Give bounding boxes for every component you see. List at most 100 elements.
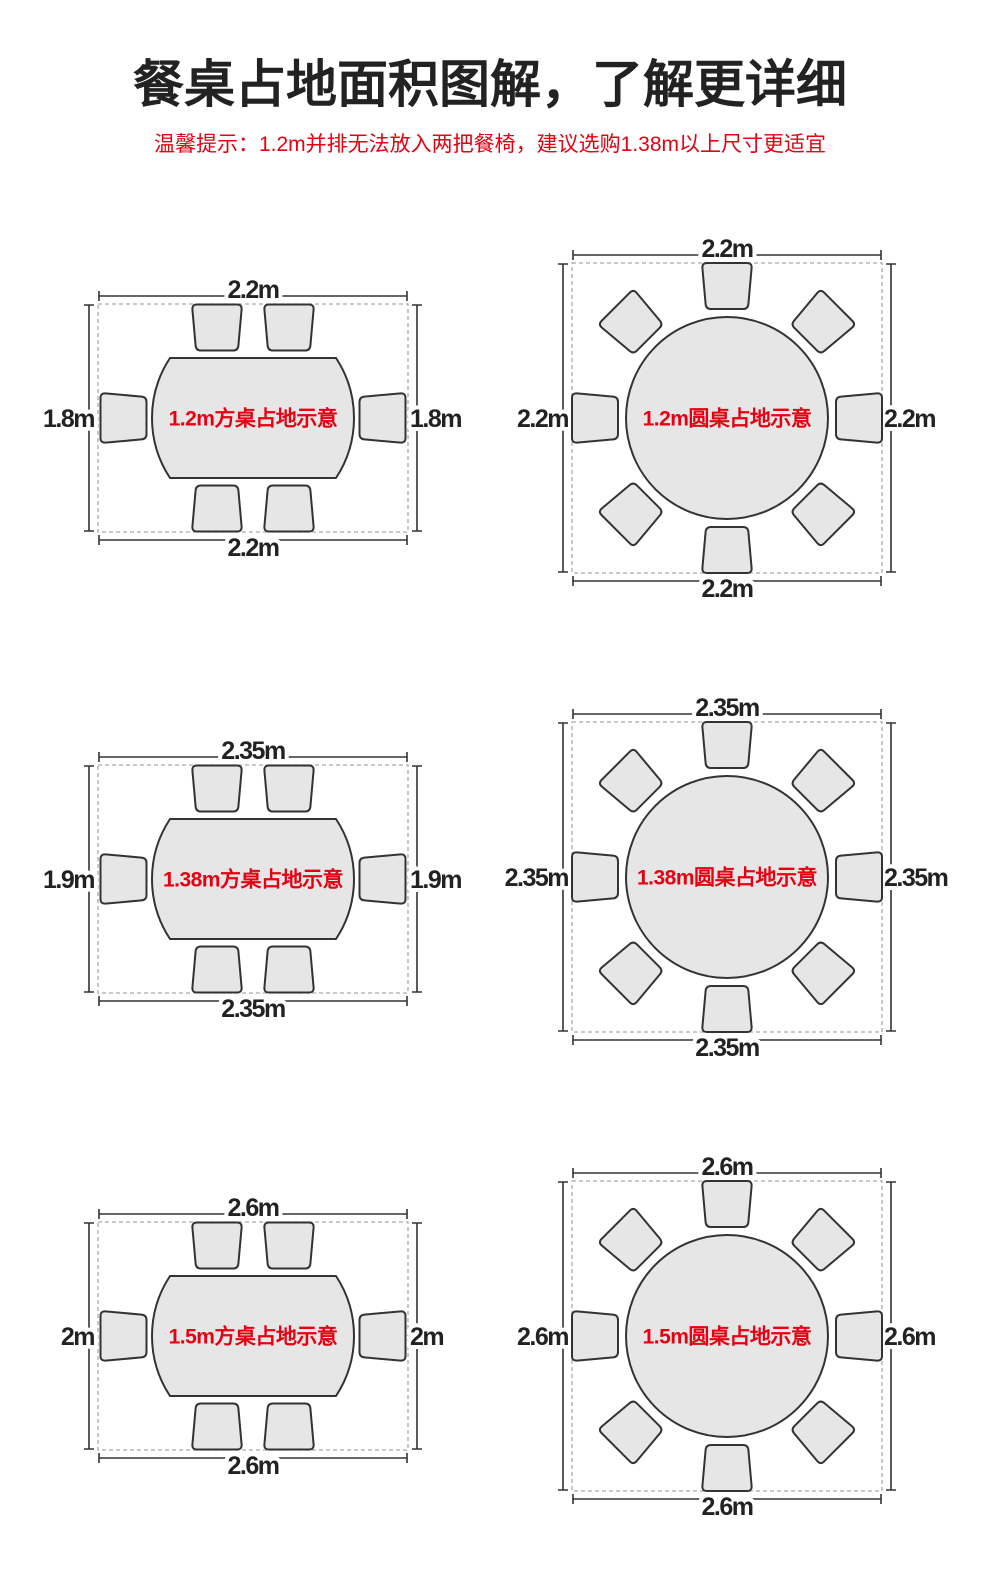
chair xyxy=(598,482,663,547)
chair xyxy=(99,1310,148,1362)
chair xyxy=(791,289,856,354)
chair xyxy=(835,392,883,444)
chair xyxy=(263,764,315,813)
table-size-label: 1.5m圆桌占地示意 xyxy=(643,1325,812,1349)
chair xyxy=(791,1400,856,1465)
chair xyxy=(263,484,315,533)
table-size-label: 1.2m方桌占地示意 xyxy=(169,407,338,431)
dimension-label-bottom: 2.2m xyxy=(702,575,753,603)
chair xyxy=(358,1310,407,1362)
chair xyxy=(571,1310,619,1362)
chair xyxy=(191,303,243,352)
dimension-label-right: 2.35m xyxy=(884,864,948,892)
chair xyxy=(791,482,856,547)
chair xyxy=(191,945,243,994)
chair xyxy=(358,853,407,905)
dimension-line-left xyxy=(84,1222,94,1450)
dimension-line-left xyxy=(84,304,94,532)
chair xyxy=(263,303,315,352)
dimension-line-bottom xyxy=(98,535,408,545)
chair xyxy=(99,392,148,444)
round-table-diagram: 2.2m 2.2m 2.2m 2.2m 1.2m圆桌占地示意 xyxy=(513,231,941,607)
dimension-label-right: 1.9m xyxy=(410,866,461,894)
dimension-label-right: 2m xyxy=(410,1323,443,1351)
chair xyxy=(791,748,856,813)
chair xyxy=(701,1444,753,1492)
chair xyxy=(191,484,243,533)
chair xyxy=(358,392,407,444)
table-size-label: 1.2m圆桌占地示意 xyxy=(643,407,812,431)
chair xyxy=(835,851,883,903)
chair xyxy=(701,721,753,769)
chair xyxy=(701,526,753,574)
dimension-line-bottom xyxy=(572,576,882,586)
dimension-label-bottom: 2.35m xyxy=(695,1034,759,1062)
chair xyxy=(263,1221,315,1270)
table-size-label: 1.38m方桌占地示意 xyxy=(163,868,344,892)
chair xyxy=(701,1180,753,1228)
dimension-line-top xyxy=(572,250,882,260)
round-table xyxy=(625,1234,829,1438)
dimension-line-bottom xyxy=(98,1453,408,1463)
dimension-label-left: 1.8m xyxy=(43,405,94,433)
dimension-line-left xyxy=(558,263,568,573)
dimension-line-top xyxy=(572,709,882,719)
square-table xyxy=(151,1275,355,1397)
dimension-line-top xyxy=(98,1209,408,1219)
chair xyxy=(791,1207,856,1272)
floor-area-outline xyxy=(97,1221,409,1451)
dimension-label-top: 2.2m xyxy=(702,235,753,263)
dimension-label-top: 2.2m xyxy=(228,276,279,304)
chair xyxy=(99,853,148,905)
dimension-label-left: 2.2m xyxy=(517,405,568,433)
dimension-label-bottom: 2.35m xyxy=(221,995,285,1023)
dimension-line-left xyxy=(558,722,568,1032)
chair xyxy=(571,392,619,444)
round-table xyxy=(625,316,829,520)
dimension-label-bottom: 2.2m xyxy=(228,534,279,562)
table-size-label: 1.5m方桌占地示意 xyxy=(169,1325,338,1349)
chair xyxy=(263,945,315,994)
round-table xyxy=(625,775,829,979)
chair xyxy=(598,1207,663,1272)
dimension-label-bottom: 2.6m xyxy=(702,1493,753,1521)
tip-text: 温馨提示：1.2m并排无法放入两把餐椅，建议选购1.38m以上尺寸更适宜 xyxy=(153,133,827,156)
dimension-line-right xyxy=(412,765,422,993)
square-table xyxy=(151,357,355,479)
dimension-label-top: 2.6m xyxy=(702,1153,753,1181)
dimension-line-top xyxy=(98,752,408,762)
square-table xyxy=(151,818,355,940)
chair xyxy=(263,1402,315,1451)
chair xyxy=(191,764,243,813)
chair xyxy=(701,985,753,1033)
page-title: 餐桌占地面积图解，了解更详细 xyxy=(132,56,847,115)
dimension-label-top: 2.6m xyxy=(228,1194,279,1222)
dimension-label-top: 2.35m xyxy=(221,737,285,765)
dimension-label-top: 2.35m xyxy=(695,694,759,722)
round-table-diagram: 2.35m 2.35m 2.35m 2.35m 1.38m圆桌占地示意 xyxy=(501,690,954,1066)
chair xyxy=(598,748,663,813)
dimension-label-left: 2.6m xyxy=(517,1323,568,1351)
dimension-line-left xyxy=(84,765,94,993)
floor-area-outline xyxy=(97,764,409,994)
chair xyxy=(791,941,856,1006)
chair xyxy=(191,1221,243,1270)
dimension-line-top xyxy=(572,1168,882,1178)
dimension-line-right xyxy=(412,304,422,532)
dimension-line-right xyxy=(886,1181,896,1491)
table-size-label: 1.38m圆桌占地示意 xyxy=(637,866,818,890)
chair xyxy=(598,1400,663,1465)
chair xyxy=(701,262,753,310)
dimension-line-bottom xyxy=(98,996,408,1006)
dimension-label-left: 2m xyxy=(61,1323,94,1351)
dimension-label-left: 2.35m xyxy=(505,864,569,892)
floor-area-outline xyxy=(97,303,409,533)
chair xyxy=(835,1310,883,1362)
dimension-line-right xyxy=(886,722,896,1032)
dimension-label-right: 2.2m xyxy=(884,405,935,433)
